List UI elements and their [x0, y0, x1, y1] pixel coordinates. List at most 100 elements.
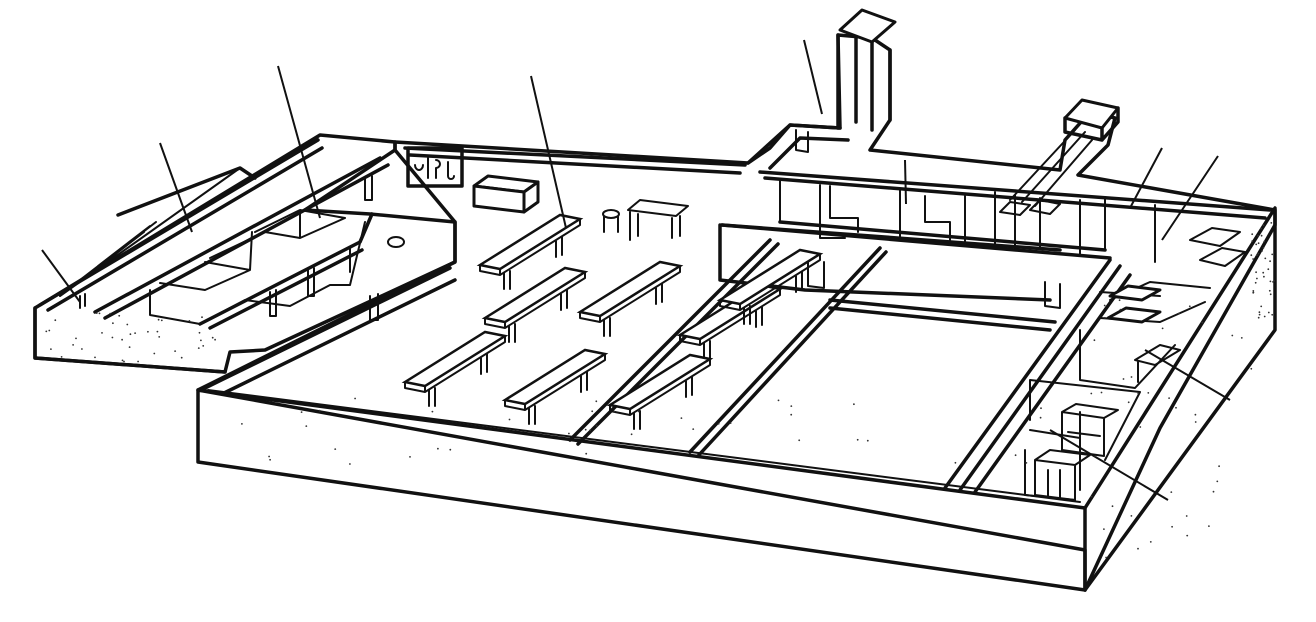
stipple-dot — [508, 418, 511, 421]
table-8 — [716, 248, 824, 325]
table-top — [481, 266, 589, 324]
stipple-dot — [50, 348, 52, 350]
stipple-dot — [157, 318, 160, 321]
stipple-dot — [1271, 253, 1274, 256]
main-hall-front-face — [196, 388, 1087, 592]
stack-box-a — [1108, 284, 1162, 302]
stipple-dot — [431, 410, 434, 413]
stipple-dot — [1256, 254, 1258, 257]
cabinet-front — [472, 184, 526, 214]
stipple-dot — [1257, 252, 1260, 255]
pipe-duct — [1009, 129, 1093, 207]
stipple-dot — [111, 336, 114, 339]
stipple-dot — [118, 314, 121, 317]
table-top — [576, 260, 684, 318]
stipple-dot — [174, 350, 177, 352]
stipple-dot — [94, 356, 96, 359]
table-top — [501, 348, 609, 406]
table-7 — [476, 213, 584, 290]
main-hall-right-face — [1083, 206, 1277, 592]
stipple-dot — [300, 411, 303, 413]
table-legs — [719, 253, 821, 325]
stipple-dot — [637, 410, 640, 413]
stipple-dot — [180, 356, 183, 359]
stipple-dot — [1251, 233, 1254, 236]
stipple-dot — [72, 344, 74, 346]
stipple-dot — [211, 336, 214, 339]
stipple-dot — [112, 322, 114, 325]
stipple-dot — [121, 359, 124, 362]
stipple-dot — [1127, 401, 1130, 404]
stipple-dot — [613, 410, 616, 413]
stipple-dot — [777, 399, 780, 402]
stipple-dot — [1122, 378, 1125, 380]
front-wall-inner-edge — [207, 389, 1081, 503]
stipple-dot — [1252, 290, 1255, 292]
stipple-dot — [729, 422, 732, 424]
stipple-dot — [137, 360, 140, 363]
main-hall — [196, 33, 1277, 592]
stipple-dot — [595, 424, 598, 427]
stipple-dot — [1186, 534, 1189, 537]
stipple-dot — [584, 428, 587, 431]
stipple-dot — [1039, 416, 1042, 419]
stipple-dot — [1269, 293, 1272, 296]
stipple-dot — [1170, 491, 1173, 493]
callout-line-7 — [1129, 147, 1163, 209]
stipple-dot — [1269, 280, 1272, 283]
stipple-dot — [1161, 327, 1164, 330]
right-room-fixture — [1134, 344, 1181, 383]
stipple-dot — [81, 348, 83, 350]
stipple-dot — [1267, 311, 1270, 314]
stipple-dot — [54, 319, 57, 322]
stipple-dot — [349, 463, 351, 465]
stipple-dot — [318, 409, 321, 412]
stipple-dot — [595, 400, 598, 403]
stipple-dot — [1111, 505, 1114, 508]
stipple-dot — [98, 312, 101, 315]
callout-line-6 — [904, 159, 907, 205]
stipple-dot — [1090, 495, 1093, 498]
stipple-dot — [437, 447, 439, 450]
left-wing-stair — [59, 167, 241, 297]
stipple-dot — [1271, 313, 1274, 316]
stipple-dot — [1103, 528, 1105, 530]
stipple-dot — [123, 360, 125, 363]
callout-line-1 — [41, 249, 81, 303]
left-wing-end-door — [79, 293, 86, 309]
stipple-dot — [202, 345, 205, 347]
stipple-dot — [188, 320, 191, 322]
stack-box-b — [1106, 306, 1162, 324]
equipment-boxes — [999, 199, 1246, 267]
shaft-duct-lower — [746, 123, 850, 170]
stipple-dot — [1171, 525, 1173, 528]
stipple-dot — [214, 338, 217, 341]
stipple-dot — [1269, 260, 1271, 263]
stipple-dot — [589, 429, 591, 432]
main-corridor-lines — [568, 238, 888, 458]
stipple-dot — [630, 433, 633, 436]
stipple-dot — [1025, 462, 1028, 464]
table-legs — [679, 288, 781, 360]
stipple-dot — [1201, 321, 1204, 324]
stipple-dot — [1258, 311, 1261, 314]
stipple-dot — [305, 425, 308, 427]
stipple-dot — [334, 448, 337, 450]
stipple-dot — [1267, 268, 1270, 271]
stipple-dot — [354, 397, 356, 400]
stipple-dot — [158, 336, 161, 338]
stipple-dot — [200, 339, 202, 342]
shaft-walls — [836, 30, 892, 132]
table-top — [401, 330, 509, 388]
control-panel — [406, 146, 464, 188]
sink-icon — [387, 236, 405, 248]
stool — [602, 209, 620, 233]
table-legs — [504, 353, 606, 425]
stipple-dot — [1185, 515, 1188, 517]
stipple-dot — [1094, 455, 1097, 457]
table-legs — [484, 271, 586, 343]
shelf-units — [1034, 403, 1119, 501]
stipple-dot — [1252, 258, 1254, 260]
